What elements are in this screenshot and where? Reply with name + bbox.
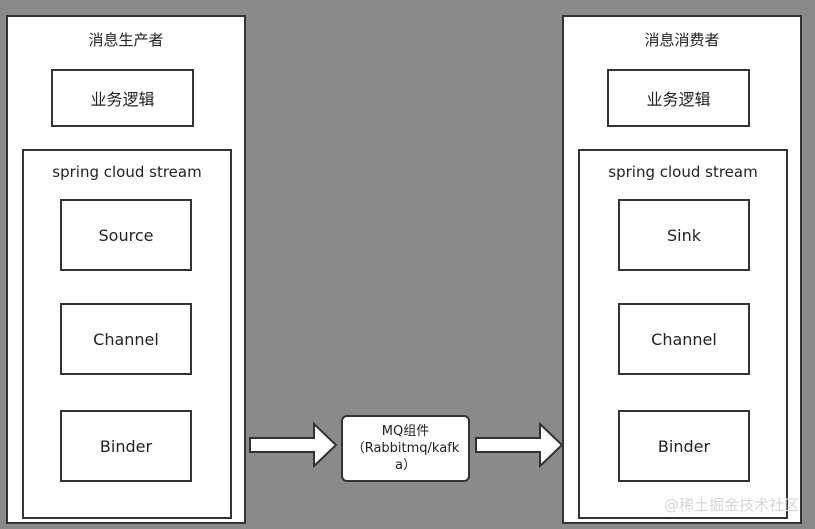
producer-stream-title: spring cloud stream — [52, 163, 202, 181]
watermark-text: @稀土掘金技术社区 — [663, 496, 799, 514]
producer-source-box: Source — [60, 199, 192, 271]
mq-component-box: MQ组件 （Rabbitmq/kafk a） — [341, 415, 470, 482]
consumer-binder-box: Binder — [618, 410, 750, 482]
consumer-stream-panel: spring cloud stream Sink Channel Binder — [578, 149, 788, 519]
producer-panel: 消息生产者 业务逻辑 spring cloud stream Source Ch… — [6, 15, 246, 524]
producer-binder-box: Binder — [60, 410, 192, 482]
producer-stream-panel: spring cloud stream Source Channel Binde… — [22, 149, 232, 519]
consumer-title: 消息消费者 — [644, 31, 720, 49]
consumer-panel: 消息消费者 业务逻辑 spring cloud stream Sink Chan… — [562, 15, 802, 524]
consumer-sink-box: Sink — [618, 199, 750, 271]
producer-channel-box: Channel — [60, 303, 192, 375]
consumer-channel-box: Channel — [618, 303, 750, 375]
arrow-right-icon — [475, 421, 564, 469]
producer-title: 消息生产者 — [88, 31, 164, 49]
consumer-business-logic: 业务逻辑 — [607, 69, 750, 127]
arrow-right-icon — [249, 421, 338, 469]
consumer-stream-title: spring cloud stream — [608, 163, 758, 181]
mq-component-label: MQ组件 （Rabbitmq/kafk a） — [351, 424, 460, 473]
producer-business-logic: 业务逻辑 — [51, 69, 194, 127]
